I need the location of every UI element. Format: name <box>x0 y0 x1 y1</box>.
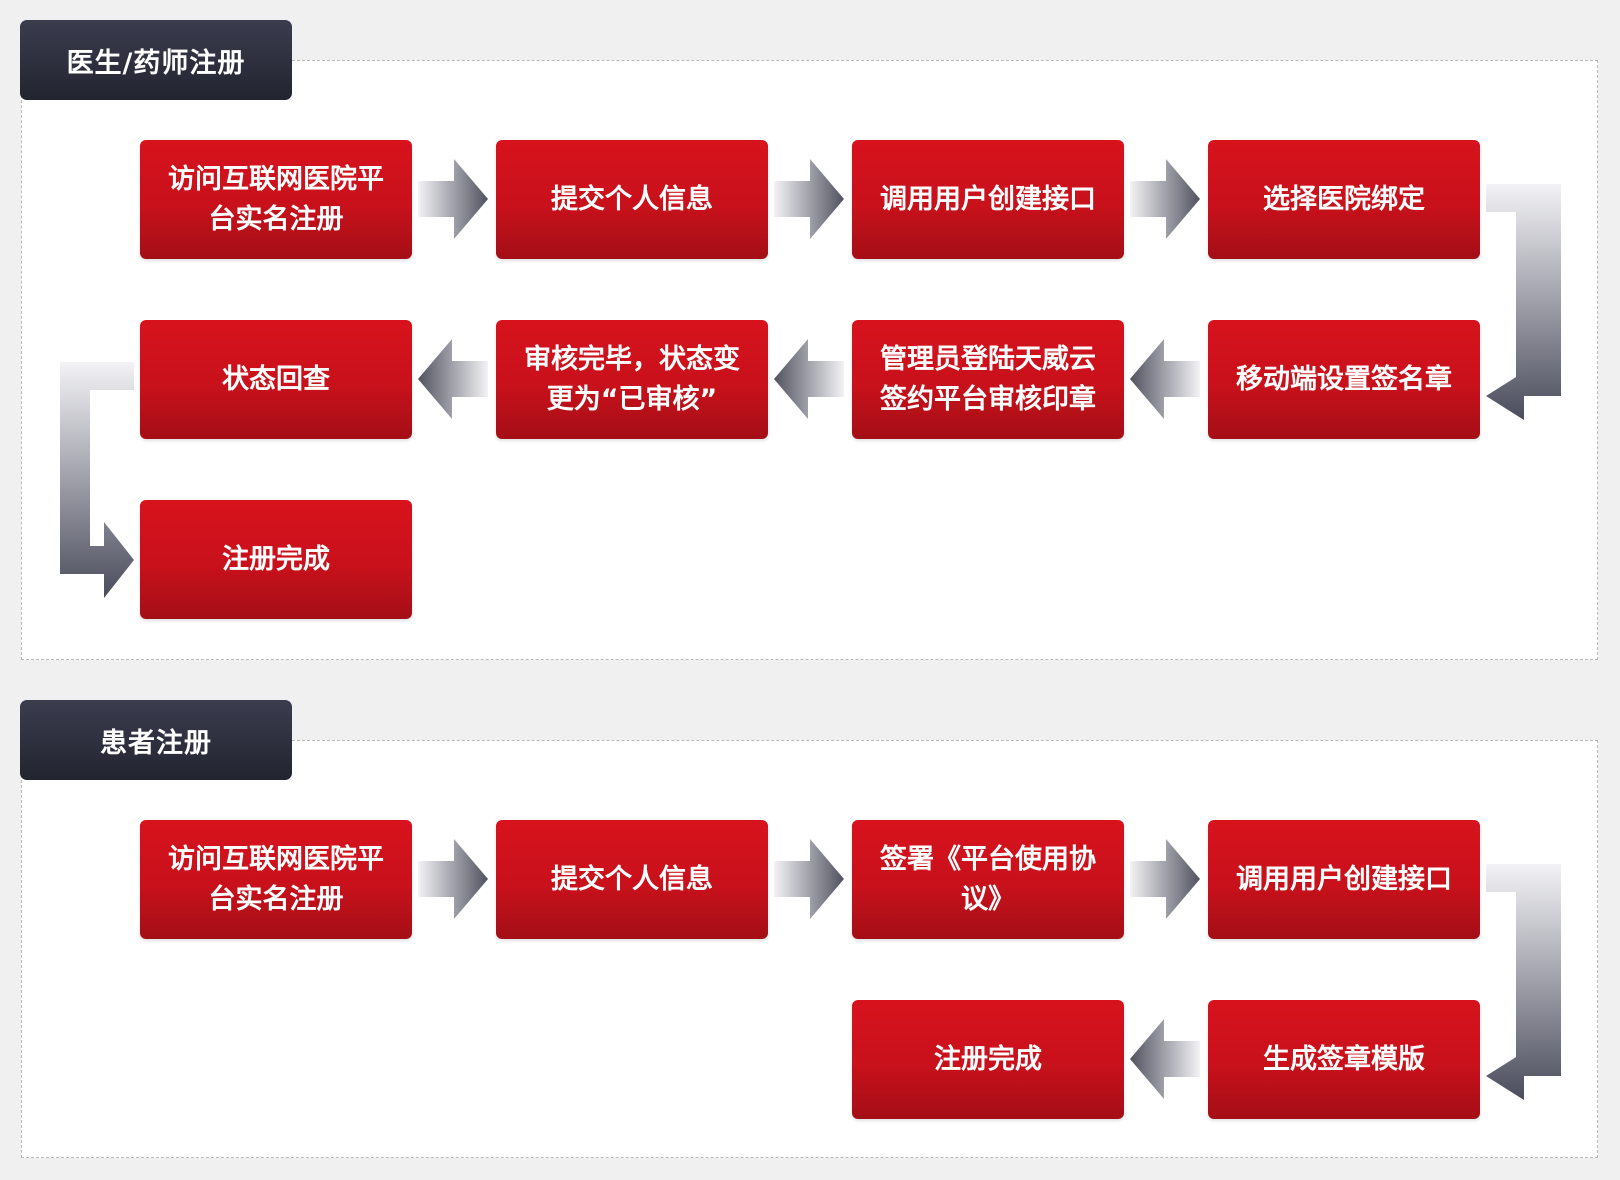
turn-down-arrow-icon <box>1486 864 1561 1100</box>
doctor-step-2: 提交个人信息 <box>496 140 768 259</box>
doctor-step-6: 管理员登陆天威云签约平台审核印章 <box>852 320 1124 439</box>
patient-step-6: 注册完成 <box>852 1000 1124 1119</box>
right-arrow-icon <box>1130 839 1200 919</box>
right-arrow-icon <box>1130 159 1200 239</box>
right-arrow-icon <box>774 839 844 919</box>
patient-step-5: 生成签章模版 <box>1208 1000 1480 1119</box>
right-arrow-icon <box>418 159 488 239</box>
turn-right-arrow-icon <box>60 362 134 598</box>
right-arrow-icon <box>418 839 488 919</box>
doctor-step-7: 审核完毕，状态变更为“已审核” <box>496 320 768 439</box>
patient-step-1: 访问互联网医院平台实名注册 <box>140 820 412 939</box>
right-arrow-icon <box>774 159 844 239</box>
doctor-section-top-border <box>292 60 1598 61</box>
doctor-step-9: 注册完成 <box>140 500 412 619</box>
left-arrow-icon <box>1130 339 1200 419</box>
doctor-step-3: 调用用户创建接口 <box>852 140 1124 259</box>
patient-step-2: 提交个人信息 <box>496 820 768 939</box>
patient-section-title: 患者注册 <box>20 700 292 780</box>
doctor-step-5: 移动端设置签名章 <box>1208 320 1480 439</box>
turn-down-arrow-icon <box>1486 184 1561 420</box>
doctor-step-1: 访问互联网医院平台实名注册 <box>140 140 412 259</box>
left-arrow-icon <box>774 339 844 419</box>
left-arrow-icon <box>418 339 488 419</box>
doctor-section-title: 医生/药师注册 <box>20 20 292 100</box>
left-arrow-icon <box>1130 1019 1200 1099</box>
patient-step-3: 签署《平台使用协议》 <box>852 820 1124 939</box>
doctor-step-4: 选择医院绑定 <box>1208 140 1480 259</box>
patient-step-4: 调用用户创建接口 <box>1208 820 1480 939</box>
patient-section-top-border <box>292 740 1598 741</box>
doctor-step-8: 状态回查 <box>140 320 412 439</box>
